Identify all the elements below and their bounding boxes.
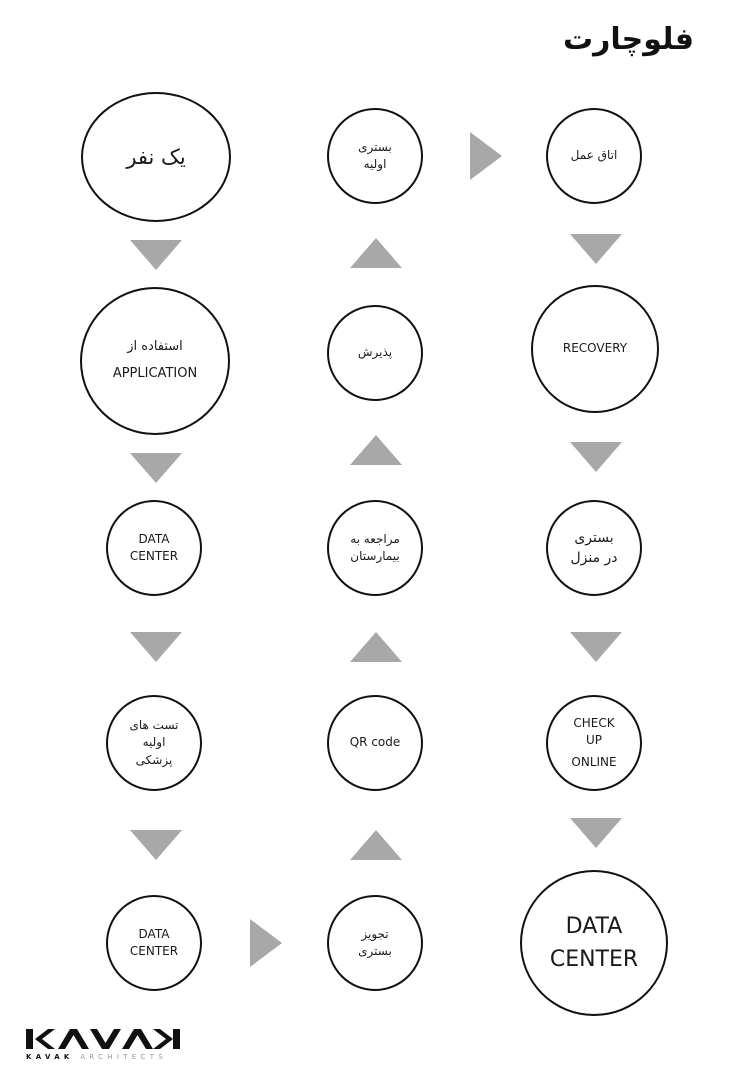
node-label: اتاق عمل xyxy=(570,148,618,163)
node-data-center-b: DATA CENTER xyxy=(106,895,202,991)
arrow-up-icon xyxy=(350,238,402,268)
node-label: پذیرش xyxy=(357,345,393,360)
node-data-center-final: DATA CENTER xyxy=(520,870,668,1016)
node-label: CENTER xyxy=(129,944,179,958)
node-label: CENTER xyxy=(129,549,179,563)
arrow-down-icon xyxy=(570,234,622,264)
node-label: DATA xyxy=(138,926,170,941)
kavak-logo: KAVAK ARCHITECTS xyxy=(26,1028,180,1061)
arrow-up-icon xyxy=(350,830,402,860)
node-bed-prescription: تجویز بستری xyxy=(327,895,423,991)
node-label: یک نفر xyxy=(126,144,186,169)
arrow-down-icon xyxy=(130,240,182,270)
node-label: DATA xyxy=(565,914,623,939)
kavak-logo-mark xyxy=(26,1029,180,1049)
node-recovery: RECOVERY xyxy=(531,285,659,413)
node-label: CENTER xyxy=(549,947,639,972)
logo-subtitle-architects: ARCHITECTS xyxy=(80,1053,168,1061)
logo-subtitle-brand: KAVAK xyxy=(26,1053,74,1061)
node-data-center-a: DATA CENTER xyxy=(106,500,202,596)
logo-subtitle: KAVAK ARCHITECTS xyxy=(26,1053,180,1061)
node-admission: پذیرش xyxy=(327,305,423,401)
arrow-up-icon xyxy=(350,632,402,662)
arrow-down-icon xyxy=(130,830,182,860)
node-initial-medical-tests: تست های اولیه پزشکی xyxy=(106,695,202,791)
node-using-application: استفاده از APPLICATION xyxy=(80,287,230,435)
arrow-down-icon xyxy=(570,442,622,472)
node-label: RECOVERY xyxy=(562,341,628,356)
node-label: CHECK xyxy=(573,715,615,730)
node-label: UP xyxy=(585,733,603,748)
node-label: ONLINE xyxy=(571,754,617,769)
node-label: بستری xyxy=(574,529,614,546)
page-title: فلوچارت xyxy=(562,22,694,57)
arrow-down-icon xyxy=(130,453,182,483)
node-label: تست های xyxy=(129,717,179,732)
node-qr-code: QR code xyxy=(327,695,423,791)
node-operating-room: اتاق عمل xyxy=(546,108,642,204)
arrow-right-icon xyxy=(250,919,282,967)
node-label: QR code xyxy=(349,735,401,750)
node-label: DATA xyxy=(138,531,170,546)
node-label: اولیه xyxy=(363,157,387,171)
node-label: تجویز xyxy=(361,926,389,941)
node-label: بیمارستان xyxy=(350,549,400,563)
node-label: استفاده از xyxy=(127,339,183,355)
node-hospital-visit: مراجعه به بیمارستان xyxy=(327,500,423,596)
node-initial-bed: بستری اولیه xyxy=(327,108,423,204)
arrow-right-icon xyxy=(470,132,502,180)
node-one-person: یک نفر xyxy=(81,92,231,222)
node-label: مراجعه به xyxy=(350,531,400,546)
node-label: در منزل xyxy=(570,550,618,566)
node-label: APPLICATION xyxy=(112,366,198,381)
node-label: بستری xyxy=(358,944,392,958)
node-label: اولیه xyxy=(142,735,166,750)
arrow-down-icon xyxy=(570,818,622,848)
node-label: پزشکی xyxy=(135,752,173,767)
node-label: بستری xyxy=(358,139,392,154)
arrow-down-icon xyxy=(570,632,622,662)
arrow-down-icon xyxy=(130,632,182,662)
node-home-bed: بستری در منزل xyxy=(546,500,642,596)
node-checkup-online: CHECK UP ONLINE xyxy=(546,695,642,791)
arrow-up-icon xyxy=(350,435,402,465)
